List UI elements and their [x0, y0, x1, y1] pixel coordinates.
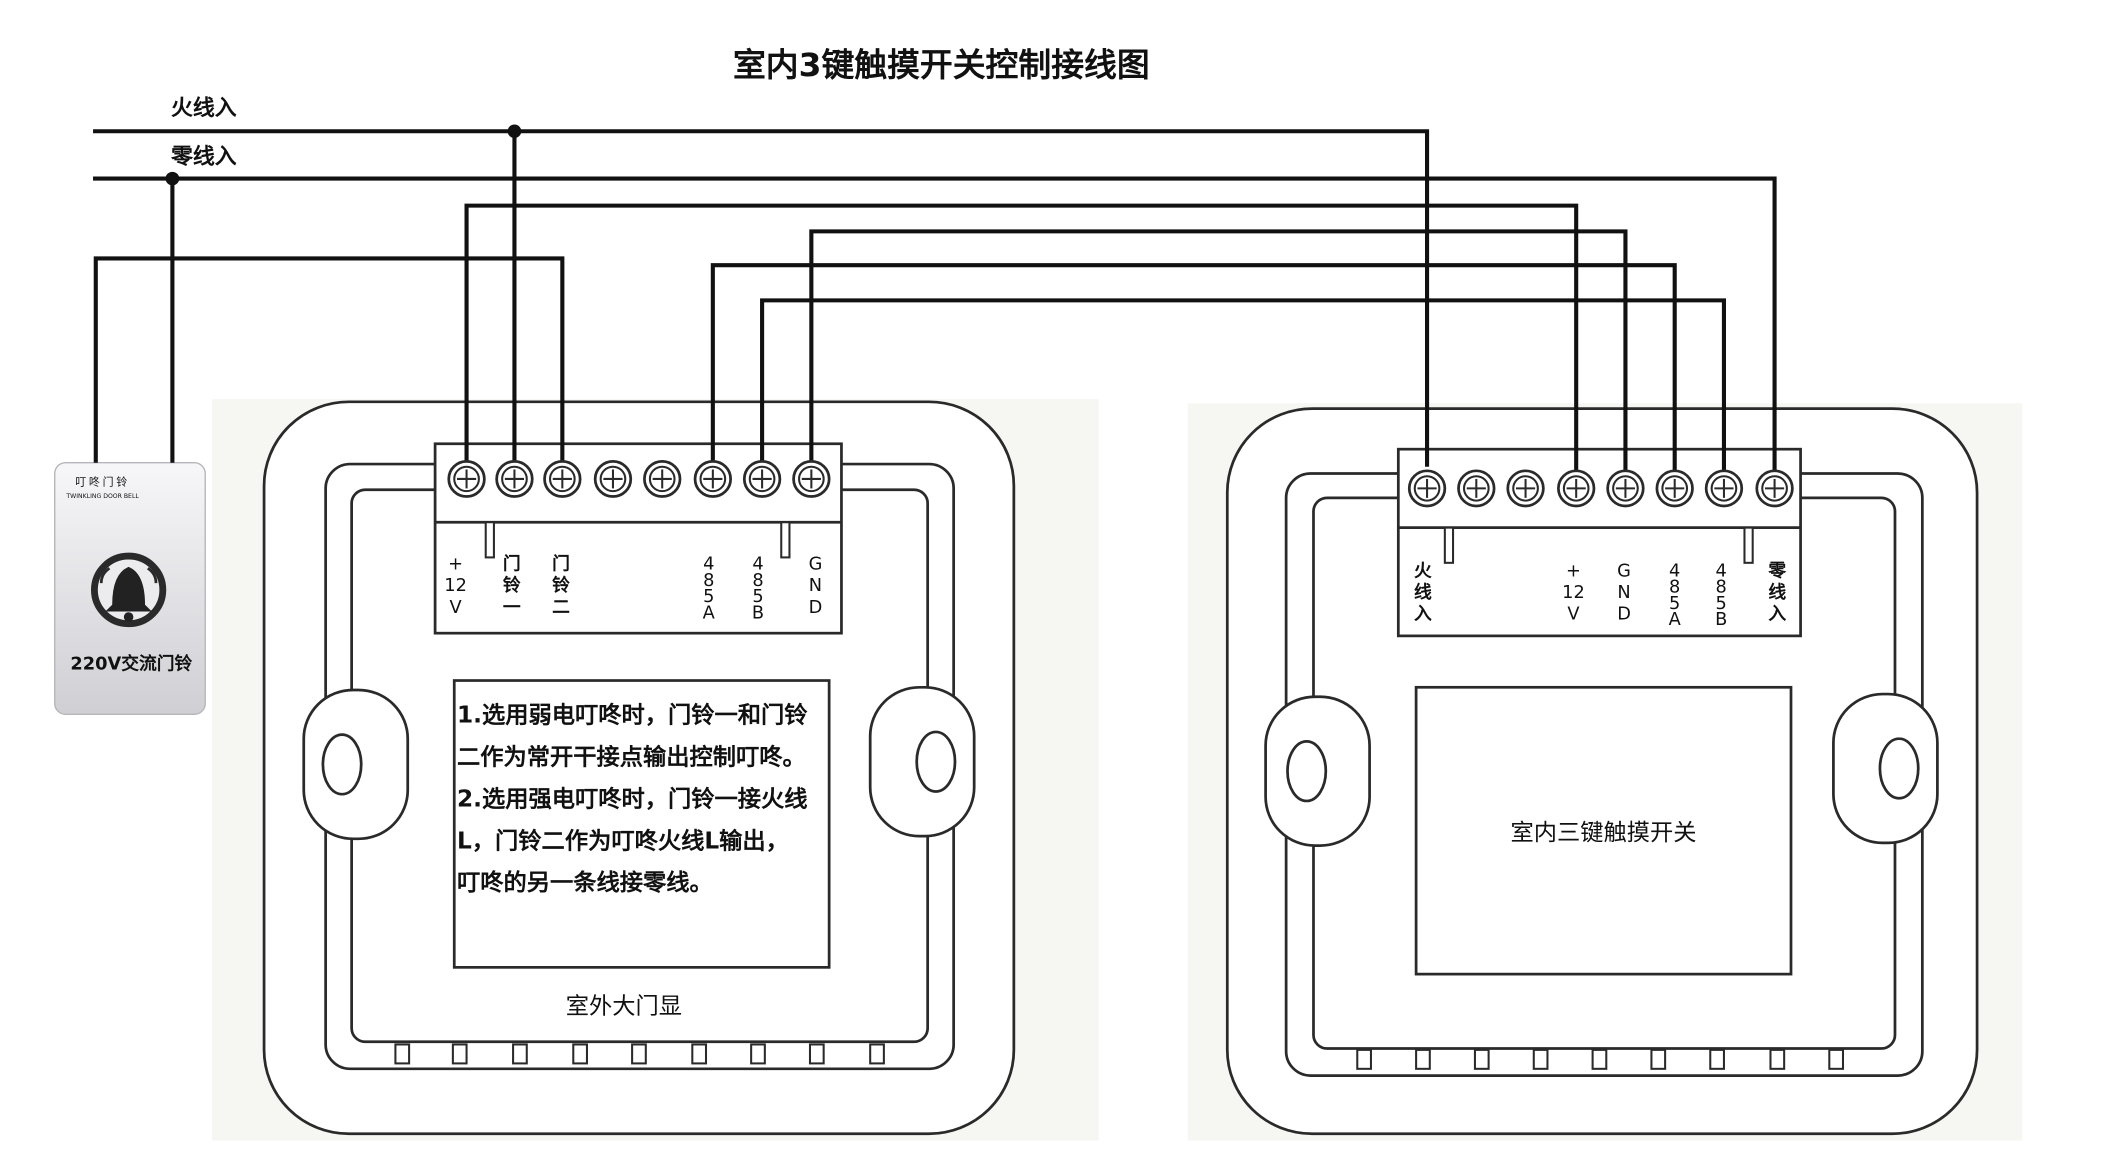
note-line: 叮咚的另一条线接零线。 [457, 869, 713, 896]
diagram-title: 室内3键触摸开关控制接线图 [733, 46, 1150, 84]
wire-neutral [93, 176, 1777, 474]
neutral-in-label: 零线入 [170, 144, 237, 170]
doorbell-name: 叮咚门铃 [75, 475, 130, 489]
bottom-tab [1769, 1048, 1786, 1070]
terminal-post [484, 521, 495, 559]
bottom-tab [1650, 1048, 1667, 1070]
terminal-screw [1704, 469, 1744, 508]
terminal-screw [593, 460, 633, 498]
wire-doorbell-to-bell-2 [93, 256, 565, 467]
bottom-tab [808, 1043, 825, 1065]
terminal-label: 零线入 [1767, 560, 1786, 624]
bottom-tab [750, 1043, 766, 1065]
bottom-tab [1532, 1048, 1549, 1070]
terminal-screw [1557, 469, 1596, 508]
terminal-screw [792, 460, 831, 498]
terminal-screw [1506, 469, 1545, 508]
wire-485a [710, 263, 1677, 474]
bottom-tab [869, 1043, 885, 1065]
terminal-screw [543, 460, 582, 498]
terminal-screw [1606, 469, 1645, 508]
bottom-tab [451, 1043, 468, 1065]
junction-dot [507, 124, 522, 138]
terminal-screw [742, 460, 782, 498]
wire-live [93, 129, 1430, 467]
wire-gnd [809, 229, 1628, 474]
terminal-screw [447, 460, 486, 498]
live-in-label: 火线入 [171, 95, 237, 121]
terminal-screw [1655, 469, 1694, 508]
note-line: 2.选用强电叮咚时，门铃一接火线 [457, 785, 808, 812]
terminal-post [1443, 526, 1455, 564]
terminal-screws [447, 460, 1794, 508]
note-line: 1.选用弱电叮咚时，门铃一和门铃 [457, 702, 808, 729]
doorbell-label: 220V交流门铃 [70, 653, 192, 675]
bottom-tab [631, 1043, 647, 1065]
bottom-tab [1828, 1048, 1845, 1070]
note-line: L，门铃二作为叮咚火线L输出， [457, 827, 789, 854]
indoor-switch-label: 室内三键触摸开关 [1511, 820, 1697, 846]
terminal-screw [1755, 469, 1794, 508]
terminal-screw [1407, 469, 1447, 508]
bottom-tabs [394, 1043, 885, 1065]
bottom-tab [512, 1043, 528, 1065]
terminal-post [780, 521, 791, 559]
notes-box [452, 679, 831, 969]
mounting-hole-right [1878, 737, 1920, 800]
bottom-tab [572, 1043, 588, 1065]
indoor-label-box [1414, 685, 1793, 976]
terminal-label: 火线入 [1414, 560, 1432, 624]
mounting-ear-left [1264, 695, 1371, 847]
mounting-hole-right [915, 730, 957, 793]
bottom-tab [394, 1043, 411, 1065]
bottom-tab [1415, 1048, 1431, 1070]
bottom-tabs [1356, 1048, 1845, 1070]
mounting-hole-left [1286, 740, 1328, 803]
bottom-tab [1591, 1048, 1608, 1070]
bell-icon [90, 552, 167, 628]
mounting-ear-right [868, 685, 976, 838]
mounting-ear-left [302, 688, 410, 841]
note-line: 二作为常开干接点输出控制叮咚。 [457, 744, 806, 771]
bottom-tab [691, 1043, 708, 1065]
bottom-tab [1709, 1048, 1725, 1070]
terminal-screw [643, 460, 682, 498]
bottom-tab [1356, 1048, 1372, 1070]
mounting-ear-right [1832, 692, 1939, 845]
terminal-screw [1457, 469, 1496, 508]
wire-485b [760, 298, 1727, 474]
mounting-hole-left [321, 733, 363, 796]
junction-dot [165, 171, 180, 186]
doorbell: 叮咚门铃 TWINKLING DOOR BELL 220V交流门铃 [54, 462, 206, 716]
indoor-terminal-block [1396, 447, 1802, 638]
terminal-post [1743, 526, 1754, 564]
terminal-screw [693, 460, 732, 498]
terminal-screw [495, 460, 534, 498]
outdoor-unit-label: 室外大门显 [566, 993, 682, 1019]
terminal-label: 门铃二 [552, 553, 570, 618]
wire-12v [464, 203, 1579, 474]
terminal-label: 门铃一 [503, 553, 521, 618]
doorbell-name-en: TWINKLING DOOR BELL [65, 493, 139, 500]
bottom-tab [1473, 1048, 1490, 1070]
